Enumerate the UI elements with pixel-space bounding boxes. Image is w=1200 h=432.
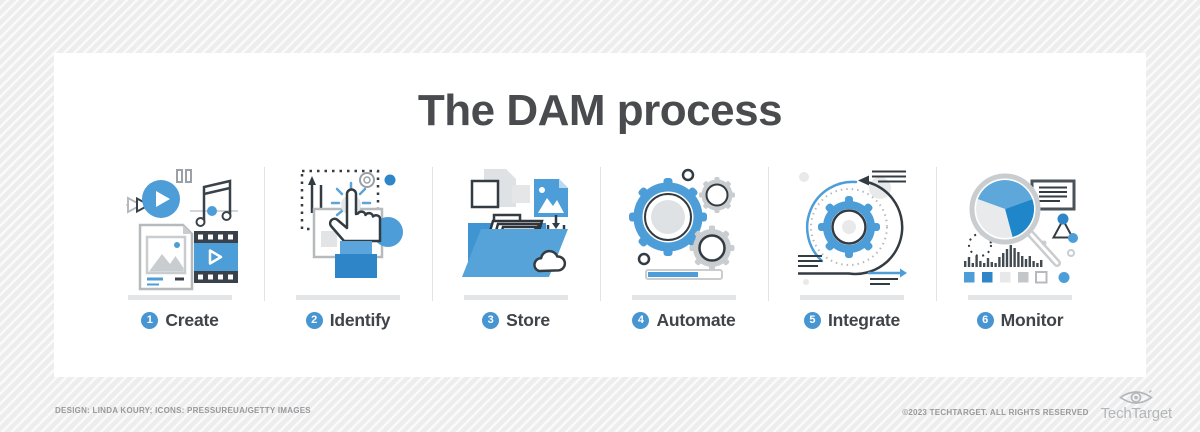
step-number-badge: 3 [482,312,500,329]
step-label-row: 4 Automate [632,310,736,331]
footer-right: ©2023 TECHTARGET. ALL RIGHTS RESERVED Te… [902,390,1172,422]
brand-name: TechTarget [1100,405,1173,422]
step-label: Store [506,310,550,330]
magnifier-analytics-monitor-icon [960,165,1080,293]
steps-row: 1 Create [96,165,1104,331]
step-label-row: 3 Store [482,310,550,331]
step-number-badge: 2 [305,312,323,329]
design-credits: DESIGN: LINDA KOURY; ICONS: PRESSUREUA/G… [55,406,311,415]
copyright-text: ©2023 TECHTARGET. ALL RIGHTS RESERVED [902,408,1089,417]
step-label-row: 2 Identify [305,310,391,331]
step-create: 1 Create [96,165,264,331]
step-divider-bar [800,295,904,300]
techtarget-logo: TechTarget [1101,390,1172,422]
techtarget-eye-icon [1119,390,1154,404]
step-automate: 4 Automate [599,165,768,331]
step-number-badge: 5 [803,312,821,329]
step-identify: 2 Identify [263,165,432,331]
cycle-gear-integrate-icon [792,165,912,293]
step-label: Automate [656,310,736,330]
step-number-badge: 4 [632,312,650,329]
gears-automate-icon [624,165,744,293]
step-integrate: 5 Integrate [767,165,936,331]
step-store: 3 Store [431,165,600,331]
step-number-badge: 1 [141,312,159,329]
step-number-badge: 6 [976,312,994,329]
step-divider-bar [464,295,568,300]
step-divider-bar [632,295,736,300]
page-title: The DAM process [417,86,783,135]
step-label-row: 6 Monitor [976,310,1064,331]
step-label-row: 5 Integrate [803,310,901,331]
step-divider-bar [128,295,232,300]
step-label: Monitor [1000,310,1064,330]
step-divider-bar [968,295,1072,300]
folder-cloud-store-icon [456,165,576,293]
media-create-icon [120,165,240,293]
infographic-card: The DAM process [54,53,1146,377]
step-monitor: 6 Monitor [935,165,1104,331]
select-click-identify-icon [288,165,408,293]
step-divider-bar [296,295,400,300]
step-label-row: 1 Create [141,310,219,331]
step-label: Identify [329,310,391,330]
step-label: Create [165,310,219,330]
step-label: Integrate [827,310,901,330]
